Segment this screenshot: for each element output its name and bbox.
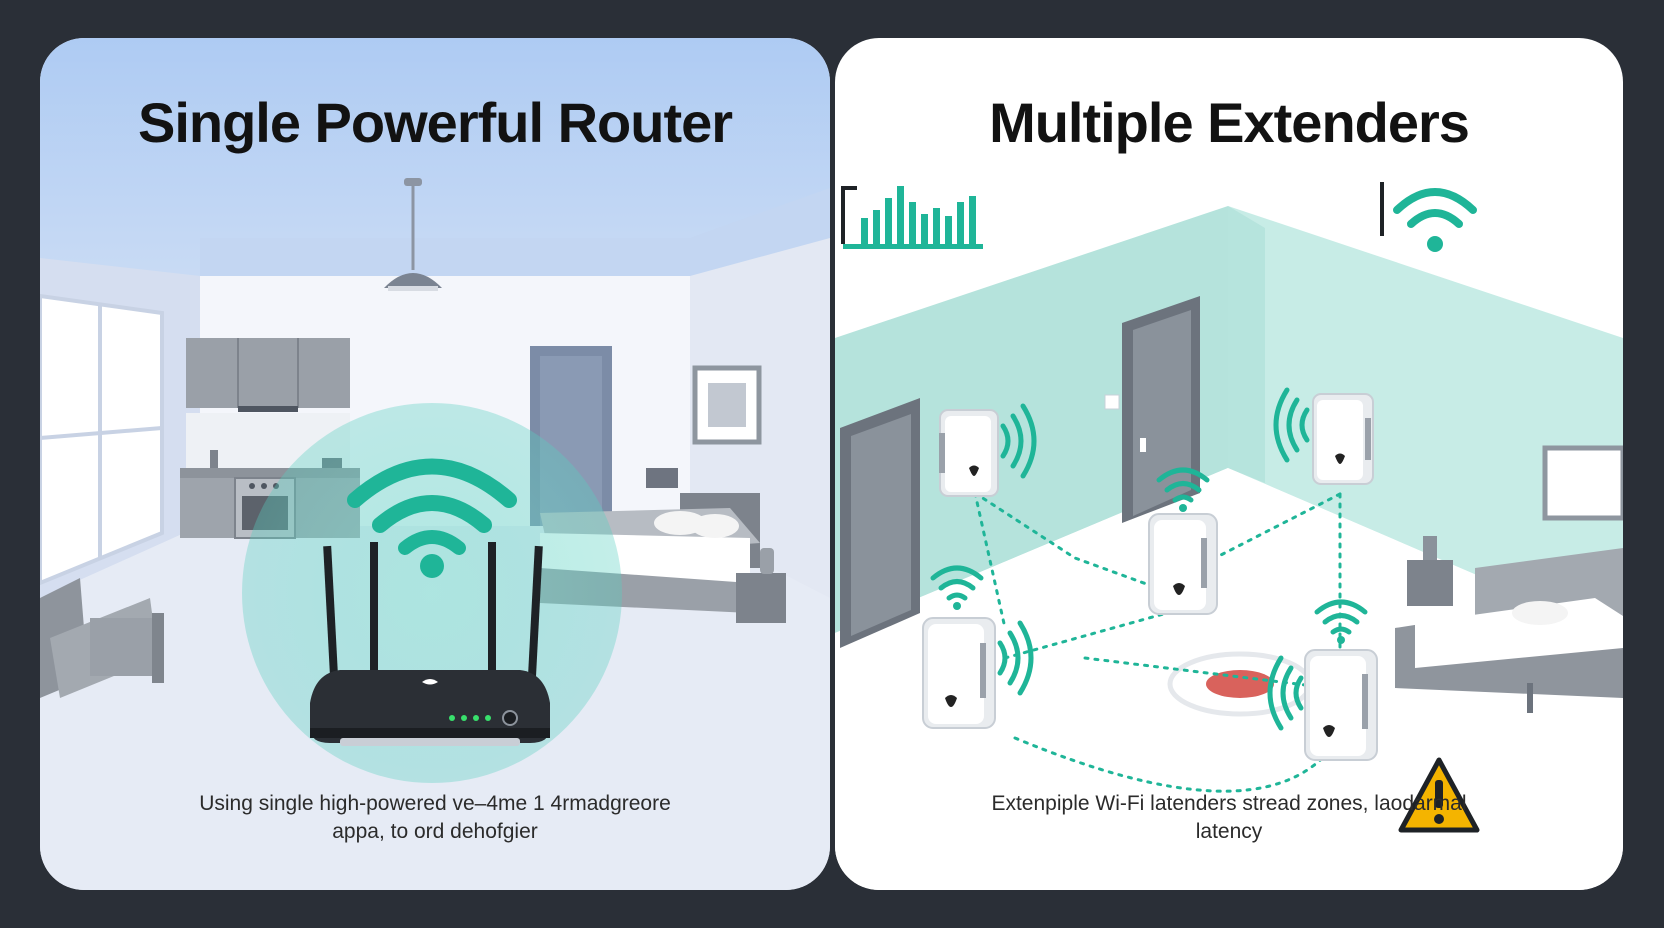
bed xyxy=(1395,536,1623,713)
wifi-icon xyxy=(1314,599,1368,644)
wifi-icon xyxy=(1156,467,1210,512)
signal-waves xyxy=(997,387,1310,731)
warning-triangle-icon xyxy=(1398,757,1480,833)
window xyxy=(40,293,164,586)
wifi-icon xyxy=(1380,182,1477,252)
caption-line: Extenpiple Wi-Fi latenders stread zones,… xyxy=(991,792,1467,815)
panel-caption: Extenpiple Wi-Fi latenders stread zones,… xyxy=(895,790,1563,846)
wall-picture xyxy=(1542,445,1623,521)
ceiling-lamp xyxy=(384,178,442,291)
wifi-extender-icon xyxy=(1312,393,1374,485)
wireless-router-icon xyxy=(310,542,550,746)
multiple-extenders-panel: Multiple Extenders Extenpiple Wi-Fi late… xyxy=(835,38,1623,890)
wifi-extender-icon xyxy=(939,409,999,497)
apartment-scene-illustration xyxy=(40,38,830,890)
single-router-panel: Single Powerful Router Using single high… xyxy=(40,38,830,890)
sofa xyxy=(40,578,164,698)
door xyxy=(530,346,612,526)
wifi-icon xyxy=(347,458,517,578)
house-scene-illustration xyxy=(835,182,1623,890)
wifi-extender-icon xyxy=(1304,649,1378,761)
caption-line: latency xyxy=(1195,820,1263,843)
door xyxy=(840,398,920,648)
door xyxy=(1122,296,1200,523)
panel-title: Multiple Extenders xyxy=(989,91,1470,154)
panel-caption: Using single high-powered ve–4me 1 4rmad… xyxy=(100,790,770,846)
signal-bars-icon xyxy=(841,186,983,249)
caption-line: appa, to ord dehofgier xyxy=(332,820,538,843)
caption-line: Using single high-powered ve–4me 1 4rmad… xyxy=(199,792,671,815)
mesh-connections xyxy=(973,491,1342,793)
wifi-icon xyxy=(930,565,984,610)
wifi-extender-icon xyxy=(922,617,996,729)
panel-title: Single Powerful Router xyxy=(137,91,733,154)
wifi-extender-icon xyxy=(1148,513,1218,615)
